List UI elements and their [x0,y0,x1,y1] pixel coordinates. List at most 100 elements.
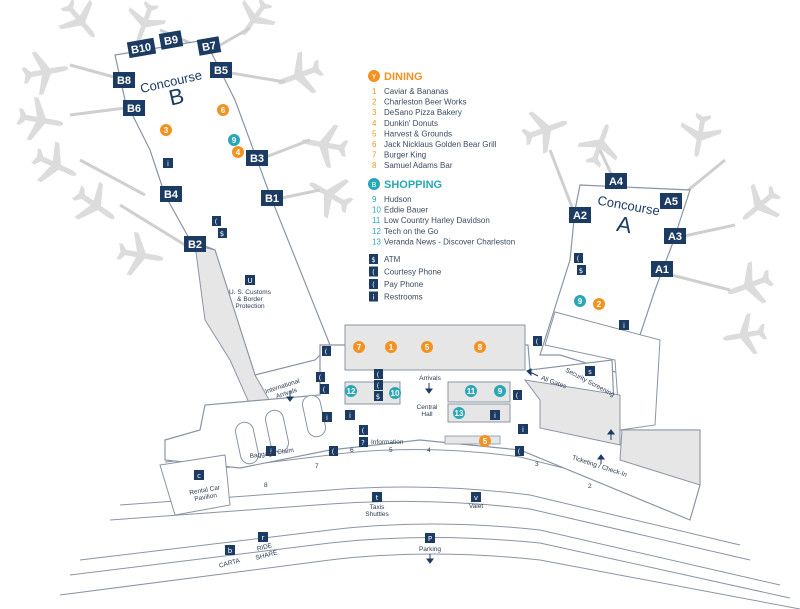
svg-text:10: 10 [391,389,400,398]
svg-text:i: i [522,426,524,434]
shopping-pin[interactable]: 12 [345,385,357,397]
courtesy-phone-icon[interactable]: ( [329,446,338,456]
security-icon[interactable]: s [585,366,595,376]
restrooms-icon[interactable]: i [322,412,332,422]
dining-pin[interactable]: 4 [232,146,244,158]
gate-b3[interactable]: B3 [246,150,268,166]
courtesy-phone-icon[interactable]: ( [320,384,329,394]
dining-pin[interactable]: 5 [479,435,491,447]
customs-icon[interactable]: U [245,275,255,285]
gate-b2[interactable]: B2 [184,236,206,252]
gate-b5[interactable]: B5 [210,62,232,78]
shopping-pin[interactable]: 13 [453,407,465,419]
pay-phone-icon[interactable]: ( [533,336,542,346]
pay-phone-icon[interactable]: ( [374,380,383,390]
pay-phone-icon[interactable]: ( [513,390,522,400]
svg-text:B3: B3 [250,153,264,165]
dining-pin[interactable]: 7 [353,341,365,353]
dining-pin[interactable]: 6 [217,104,229,116]
door-numbers: 8 7 6 5 4 3 2 [264,447,592,490]
pay-phone-icon[interactable]: ( [316,372,325,382]
svg-text:P: P [428,535,432,543]
shopping-pin[interactable]: 9 [228,134,240,146]
gate-b1[interactable]: B1 [261,190,283,206]
gate-b8[interactable]: B8 [113,72,135,88]
parking-icon[interactable]: P [425,533,435,543]
svg-text:i: i [494,412,496,420]
bus-icon[interactable]: b [225,545,235,555]
gate-a2[interactable]: A2 [569,207,591,223]
gate-a5[interactable]: A5 [660,193,682,209]
restrooms-icon[interactable]: i [163,158,173,168]
gate-a3[interactable]: A3 [664,228,686,244]
atm-icon: $ [369,254,378,264]
information-icon[interactable]: ? [359,437,368,447]
pay-phone-icon[interactable]: ( [359,425,368,435]
gate-a1[interactable]: A1 [651,261,673,277]
svg-text:$: $ [376,393,380,401]
gate-b7[interactable]: B7 [196,36,222,56]
restrooms-icon[interactable]: i [345,410,355,420]
svg-text:9: 9 [578,297,583,306]
legend-service-item: $ATM [369,254,401,264]
legend-item-label: Hudson [384,195,412,204]
dining-pin[interactable]: 3 [160,124,172,136]
restrooms-icon[interactable]: i [490,410,500,420]
restrooms-icon[interactable]: i [619,320,629,330]
legend-item-label: Eddie Bauer [384,206,428,215]
concourse-a-letter: A [615,211,634,238]
shopping-pin[interactable]: 9 [494,385,506,397]
car-rental-icon[interactable]: c [194,470,204,480]
atm-icon[interactable]: $ [218,228,227,238]
shopping-bag-glyph: B [372,181,377,189]
courtesy-phone-icon[interactable]: ( [374,369,383,379]
valet-icon[interactable]: v [471,492,481,502]
svg-text:$: $ [579,267,583,275]
gate-b6[interactable]: B6 [123,100,145,116]
svg-text:7: 7 [357,343,362,352]
svg-text:3: 3 [164,126,169,135]
shopping-pin[interactable]: 9 [574,295,586,307]
atm-icon[interactable]: $ [374,391,383,401]
svg-text:B5: B5 [214,65,228,77]
dining-pin[interactable]: 8 [474,341,486,353]
svg-text:A3: A3 [668,231,682,243]
svg-text:5: 5 [425,343,430,352]
restrooms-icon[interactable]: i [266,446,276,456]
gate-b9[interactable]: B9 [158,30,184,50]
pay-phone-icon[interactable]: ( [515,446,524,456]
carta-label: CARTA [218,557,241,569]
atm-icon[interactable]: $ [577,265,586,275]
ride-share-icon[interactable]: r [258,532,268,542]
taxi-icon[interactable]: t [372,492,382,502]
gate-a4[interactable]: A4 [605,173,627,189]
courtesy-phone-icon[interactable]: ( [212,216,221,226]
dining-pin[interactable]: 1 [385,341,397,353]
shopping-pin[interactable]: 11 [465,385,477,397]
pay-phone-icon: ( [369,279,378,289]
gate-b4[interactable]: B4 [160,186,182,202]
svg-text:(: ( [377,371,380,379]
legend-item-number: 13 [372,237,381,246]
dining-pin[interactable]: 2 [593,298,605,310]
pay-phone-icon[interactable]: ( [322,346,331,356]
svg-text:(: ( [323,386,326,394]
gate-b10[interactable]: B10 [126,37,157,59]
dining-pin[interactable]: 5 [421,341,433,353]
courtesy-phone-icon[interactable]: ( [574,253,583,263]
shopping-pin[interactable]: 10 [389,387,401,399]
restrooms-icon[interactable]: i [518,424,528,434]
